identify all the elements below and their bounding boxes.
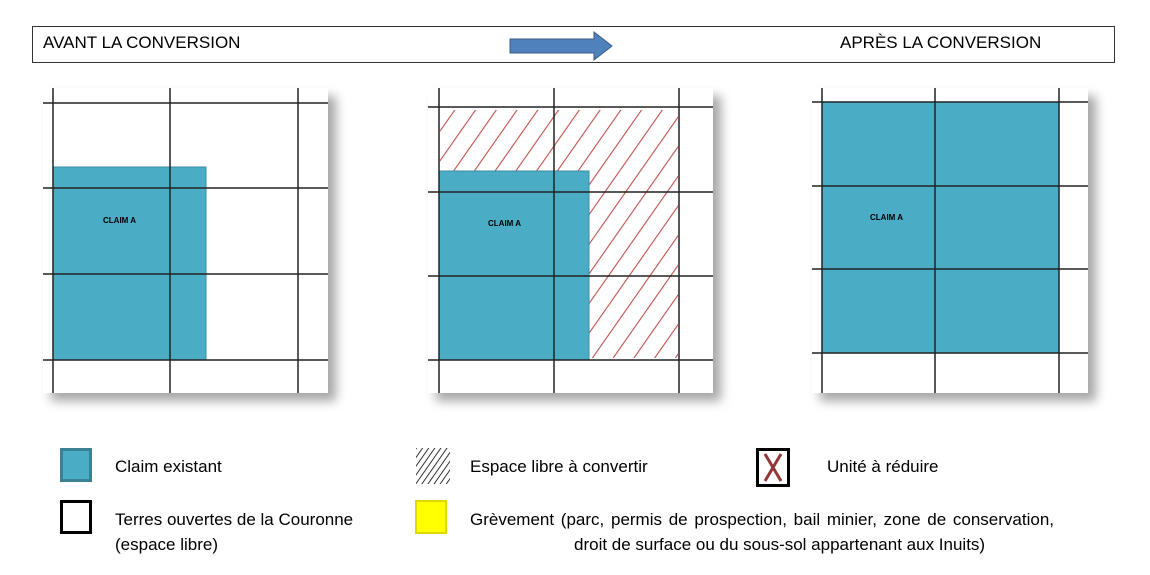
- free-space-hatch: [440, 110, 678, 358]
- claim-a-label: CLAIM A: [488, 219, 522, 228]
- claim-a-area: [822, 102, 1059, 353]
- existing-claim-swatch: [60, 448, 92, 482]
- panel-after: [812, 88, 1088, 393]
- legend-existing-claim: Claim existant: [115, 457, 222, 476]
- legend-free-space: Espace libre à convertir: [470, 457, 648, 476]
- claim-a-area: [52, 166, 207, 361]
- claim-a-label: CLAIM A: [103, 216, 137, 225]
- encumbrance-swatch: [415, 500, 447, 534]
- claim-a-label: CLAIM A: [870, 213, 904, 222]
- legend-unit-reduce: Unité à réduire: [827, 457, 939, 476]
- panel-before: [43, 88, 328, 393]
- red-x-icon: [756, 448, 790, 487]
- panel-hatched: [428, 88, 713, 393]
- header-box: [32, 26, 1115, 63]
- legend-encumbrance-2: droit de surface ou du sous-sol apparten…: [574, 535, 986, 554]
- crown-lands-swatch: [60, 500, 92, 534]
- before-label: AVANT LA CONVERSION: [43, 33, 241, 52]
- hatch-swatch: [416, 448, 450, 484]
- legend-crown-lands-1: Terres ouvertes de la Couronne: [115, 510, 354, 529]
- legend-encumbrance-1: Grèvement (parc, permis de prospection, …: [470, 510, 1054, 529]
- claim-a-area: [438, 170, 590, 361]
- after-label: APRÈS LA CONVERSION: [840, 33, 1042, 52]
- legend-crown-lands-2: (espace libre): [115, 535, 218, 554]
- right-arrow-icon: [509, 30, 613, 62]
